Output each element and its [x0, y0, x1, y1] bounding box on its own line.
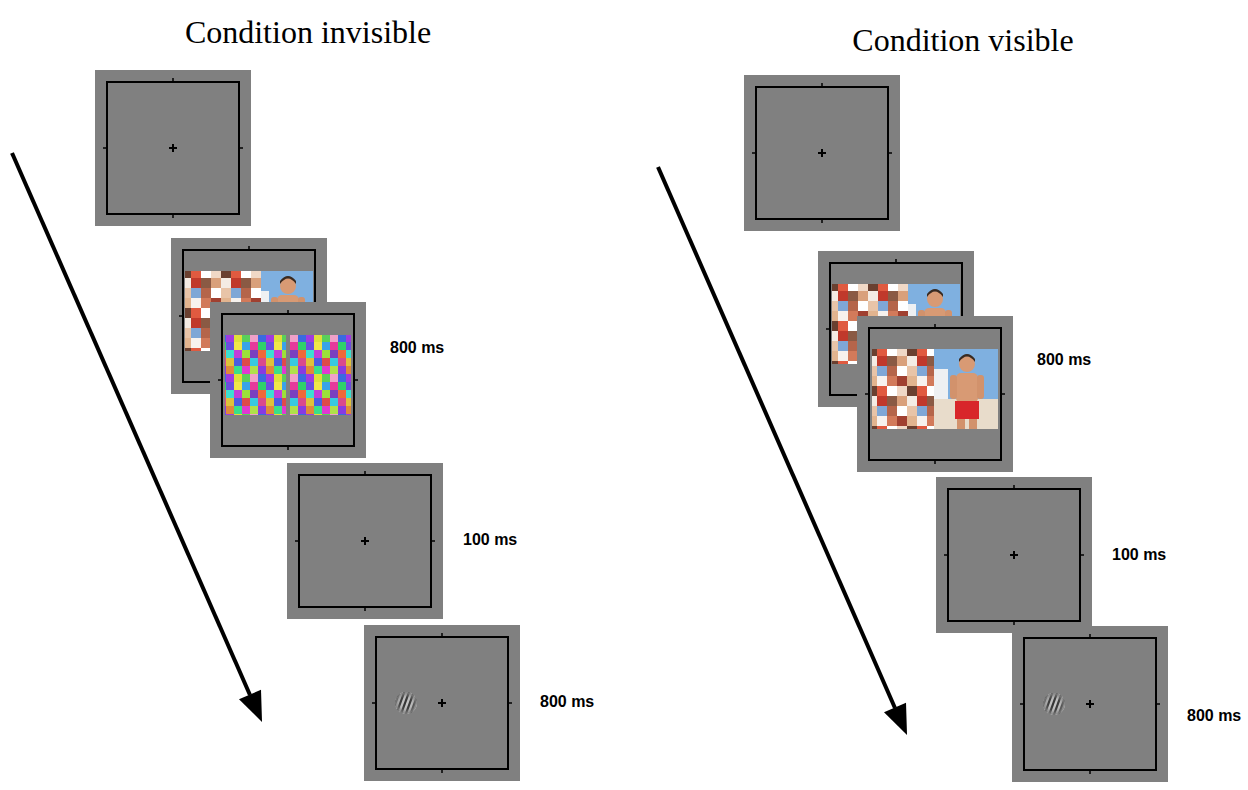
screen-frame: [287, 463, 443, 619]
duration-label: 800 ms: [1037, 351, 1091, 369]
screen-frame: [210, 302, 366, 458]
photo-half: [934, 349, 998, 429]
screen-frame: [364, 625, 520, 781]
fixation-screen: [95, 70, 251, 226]
mask-screen: [210, 302, 366, 458]
duration-label: 100 ms: [463, 531, 517, 549]
screen-frame: [744, 75, 900, 231]
duration-label: 800 ms: [1187, 707, 1241, 725]
fixation-cross: [169, 144, 177, 152]
screen-frame: [1012, 626, 1168, 782]
fixation-cross: [1010, 551, 1018, 559]
duration-label: 100 ms: [1112, 546, 1166, 564]
fixation-cross: [818, 149, 826, 157]
duration-label: 800 ms: [390, 339, 444, 357]
fixation-screen: [744, 75, 900, 231]
target-screen: [364, 625, 520, 781]
target-screen: [1012, 626, 1168, 782]
fixation-cross: [438, 699, 446, 707]
screen-frame: [857, 316, 1013, 472]
blank-screen: [287, 463, 443, 619]
fixation-cross: [361, 537, 369, 545]
condition-title: Condition visible: [852, 22, 1073, 59]
condition-title: Condition invisible: [185, 14, 431, 51]
gabor-patch: [1036, 686, 1072, 722]
duration-label: 800 ms: [540, 693, 594, 711]
fixation-cross: [1086, 700, 1094, 708]
beach-photo: [934, 349, 998, 429]
image-screen: [857, 316, 1013, 472]
scrambled-half: [872, 349, 934, 429]
screen-frame: [95, 70, 251, 226]
blank-screen: [936, 477, 1092, 633]
screen-frame: [936, 477, 1092, 633]
gabor-patch: [388, 685, 424, 721]
mask-half: [290, 335, 351, 415]
mask-half: [225, 335, 286, 415]
